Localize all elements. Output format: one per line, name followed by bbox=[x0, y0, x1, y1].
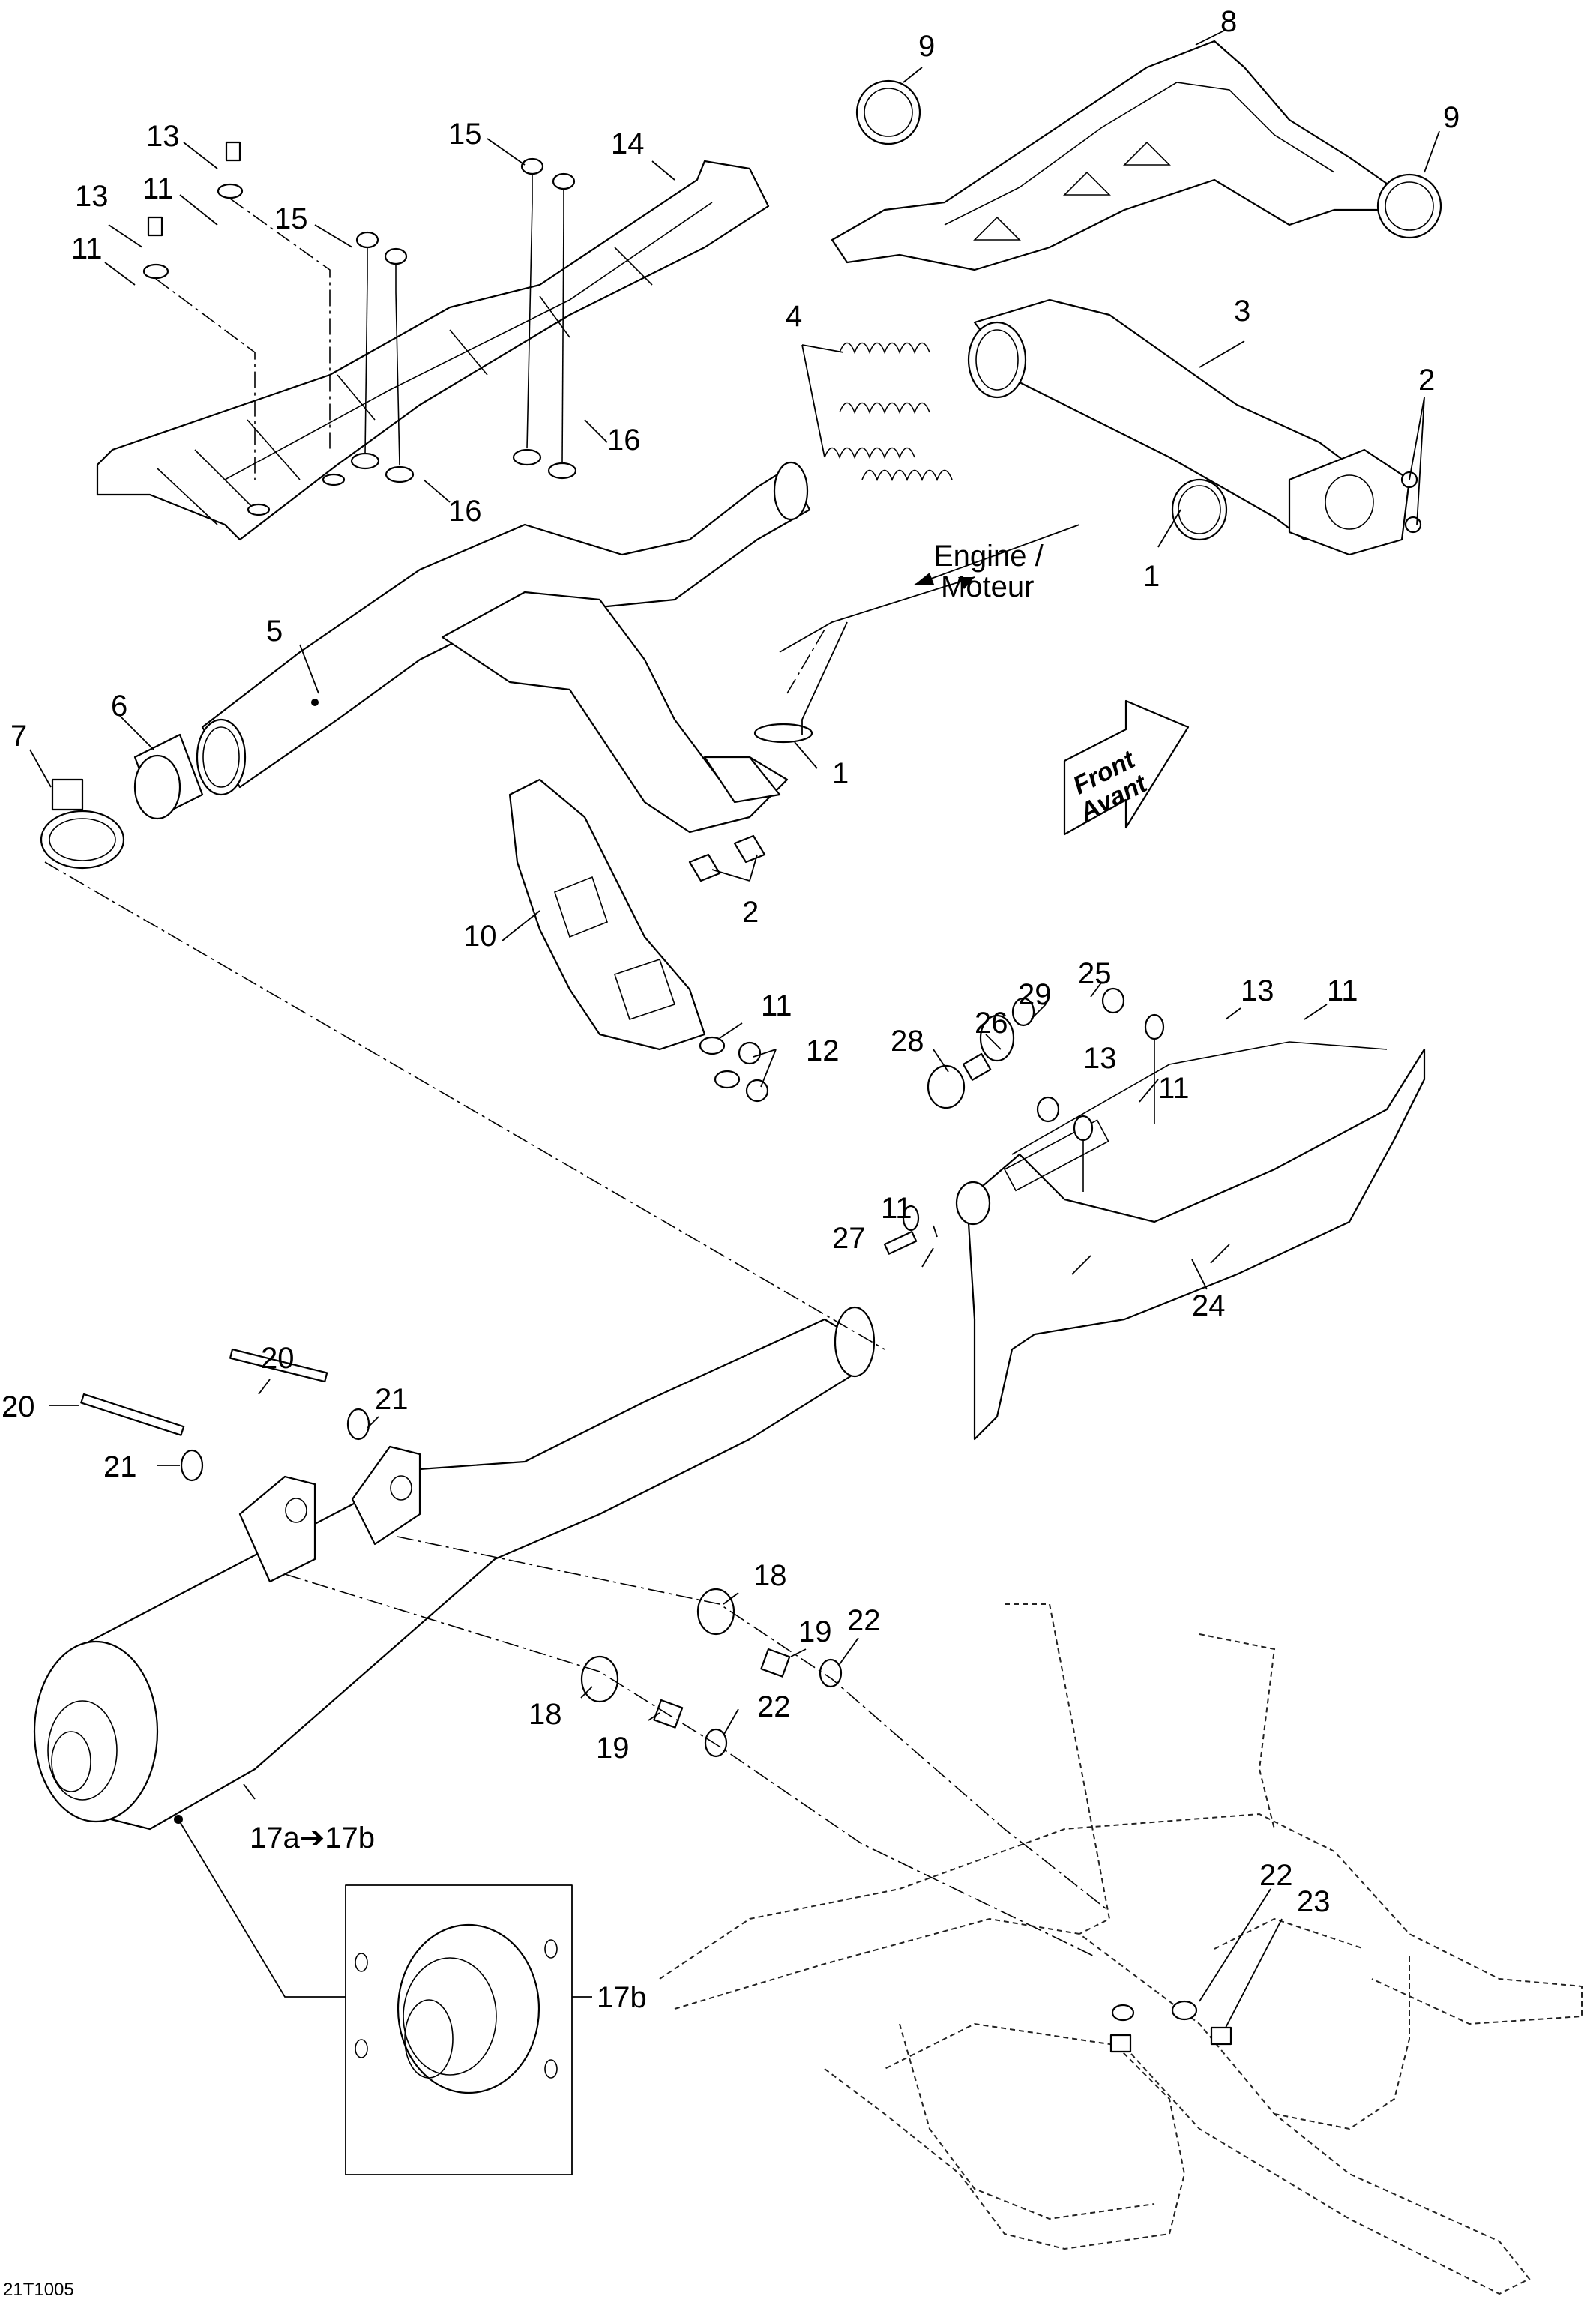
sleeve-6-clamp-7 bbox=[40, 733, 204, 870]
callout-18: 18 bbox=[753, 1559, 787, 1592]
callout-18: 18 bbox=[529, 1698, 562, 1731]
callout-26: 26 bbox=[975, 1007, 1008, 1040]
callout-4: 4 bbox=[786, 300, 802, 333]
callout-11: 11 bbox=[71, 232, 103, 265]
callout-24: 24 bbox=[1192, 1289, 1226, 1322]
callout-12: 12 bbox=[806, 1034, 840, 1067]
fasteners-14 bbox=[142, 141, 577, 483]
callout-20: 20 bbox=[1, 1390, 35, 1423]
callout-21: 21 bbox=[103, 1450, 137, 1483]
callout-15: 15 bbox=[448, 118, 482, 151]
fasteners-17 bbox=[80, 1348, 1110, 1957]
y-pipe-5 bbox=[196, 461, 811, 834]
callout-13: 13 bbox=[75, 180, 109, 213]
assembly-line bbox=[44, 861, 885, 1350]
callout-23: 23 bbox=[1297, 1885, 1331, 1918]
callout-25: 25 bbox=[1078, 957, 1112, 990]
springs-4 bbox=[824, 342, 953, 482]
callout-22: 22 bbox=[1259, 1859, 1293, 1892]
callout-28: 28 bbox=[891, 1025, 924, 1058]
fasteners-24 bbox=[883, 987, 1165, 1255]
callout-13: 13 bbox=[1241, 974, 1274, 1007]
callout-2: 2 bbox=[742, 896, 759, 929]
vehicle-frame bbox=[659, 1603, 1583, 2295]
heat-shield-10 bbox=[508, 778, 706, 1051]
callout-19: 19 bbox=[596, 1732, 630, 1765]
engine-label-fr: Moteur bbox=[941, 570, 1035, 603]
callout-16: 16 bbox=[607, 424, 641, 457]
callout-11: 11 bbox=[761, 989, 792, 1022]
callout-labels: 13 13 11 11 15 15 14 16 16 9 9 8 4 3 2 1… bbox=[1, 5, 1460, 2014]
muffler-17 bbox=[33, 1306, 876, 1831]
callout-7: 7 bbox=[10, 720, 27, 753]
detail-box-17b bbox=[178, 1819, 592, 2175]
detail-label-17b: 17b bbox=[597, 1981, 647, 2014]
callout-15: 15 bbox=[274, 202, 308, 235]
callout-5: 5 bbox=[266, 615, 283, 648]
callout-21: 21 bbox=[375, 1383, 409, 1416]
leader-lines bbox=[29, 29, 1440, 2028]
front-direction-arrow: Front Avant bbox=[1063, 699, 1190, 836]
callout-6: 6 bbox=[111, 690, 127, 723]
callout-3: 3 bbox=[1234, 295, 1250, 328]
reference-code: 21T1005 bbox=[3, 2280, 74, 2300]
callout-11: 11 bbox=[142, 172, 174, 205]
engine-label: Engine / bbox=[933, 540, 1044, 573]
air-duct-8 bbox=[831, 40, 1442, 271]
callout-1: 1 bbox=[832, 757, 849, 790]
callout-9: 9 bbox=[1443, 101, 1460, 134]
callout-2: 2 bbox=[1418, 364, 1435, 397]
callout-20: 20 bbox=[261, 1342, 295, 1375]
callout-1: 1 bbox=[1143, 560, 1160, 593]
callout-10: 10 bbox=[463, 920, 497, 953]
heat-shield-24 bbox=[955, 1041, 1426, 1441]
callout-9: 9 bbox=[918, 30, 935, 63]
callout-13: 13 bbox=[1083, 1042, 1117, 1075]
assembly-line-engine bbox=[786, 629, 825, 694]
callout-13: 13 bbox=[146, 120, 180, 153]
callout-29: 29 bbox=[1018, 978, 1052, 1011]
header-pipe-3 bbox=[967, 298, 1422, 556]
callout-19: 19 bbox=[798, 1615, 832, 1648]
callout-16: 16 bbox=[448, 495, 482, 528]
callout-8: 8 bbox=[1220, 5, 1237, 38]
callout-27: 27 bbox=[832, 1222, 866, 1255]
callout-11: 11 bbox=[1327, 974, 1358, 1007]
callout-11: 11 bbox=[1158, 1072, 1190, 1105]
flange-gaskets bbox=[688, 723, 813, 1103]
callout-22: 22 bbox=[847, 1604, 881, 1637]
callout-11: 11 bbox=[881, 1192, 912, 1225]
replacement-label: 17a➔17b bbox=[250, 1822, 375, 1854]
callout-14: 14 bbox=[611, 127, 645, 160]
heat-shield-14 bbox=[96, 160, 770, 541]
callout-22: 22 bbox=[757, 1690, 791, 1723]
